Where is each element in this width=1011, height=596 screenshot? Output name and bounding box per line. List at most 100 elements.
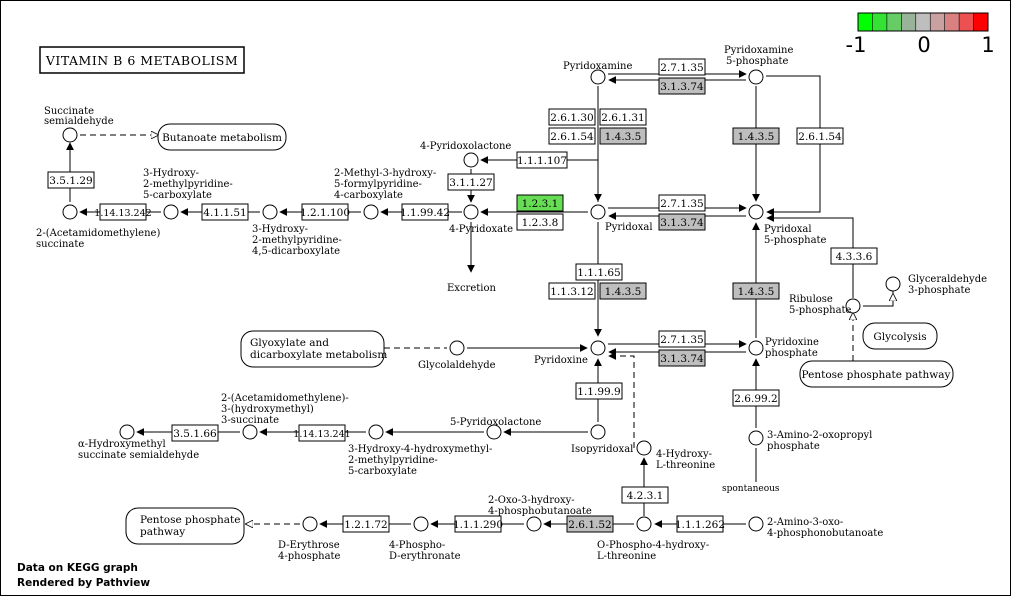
svg-text:Succinate: Succinate: [44, 106, 94, 117]
map-pentose-phosphate-right[interactable]: Pentose phosphate pathway: [799, 360, 954, 388]
svg-text:2-(Acetamidomethylene): 2-(Acetamidomethylene): [36, 228, 160, 239]
cpd-pyridoxine[interactable]: [590, 340, 606, 356]
svg-text:3-Hydroxy-4-hydroxymethyl-: 3-Hydroxy-4-hydroxymethyl-: [348, 444, 492, 455]
enzyme-1-2-3-1[interactable]: 1.2.3.1: [516, 194, 564, 212]
svg-text:D-erythronate: D-erythronate: [389, 551, 461, 562]
cpd-hydroxy-hydroxymethyl-methylpyridine[interactable]: [368, 424, 384, 440]
cpd-pyridoxamine[interactable]: [590, 69, 606, 85]
enzyme-1-4-3-5-c[interactable]: 1.4.3.5: [599, 282, 647, 300]
enzyme-1-1-1-262[interactable]: 1.1.1.262: [675, 515, 725, 533]
cpd-methyl-hydroxy-formylpyridine[interactable]: [363, 204, 379, 220]
enzyme-1-2-3-8[interactable]: 1.2.3.8: [516, 213, 564, 231]
svg-text:2-methylpyridine-: 2-methylpyridine-: [348, 455, 438, 466]
footer-data-source: Data on KEGG graph: [17, 562, 138, 574]
svg-text:2-methylpyridine-: 2-methylpyridine-: [252, 235, 342, 246]
svg-text:VITAMIN B 6 METABOLISM: VITAMIN B 6 METABOLISM: [45, 53, 238, 68]
cpd-hydroxymethyl-succinate-semialdehyde[interactable]: [119, 424, 135, 440]
enzyme-2-6-1-31[interactable]: 2.6.1.31: [599, 108, 647, 126]
map-glyoxylate[interactable]: Glyoxylate and dicarboxylate metabolism: [240, 330, 387, 368]
svg-text:2.7.1.35: 2.7.1.35: [660, 198, 703, 210]
cpd-hydroxy-methylpyridine-carboxylate[interactable]: [163, 204, 179, 220]
cpd-o-phospho-4-hydroxy-l-threonine[interactable]: [636, 516, 652, 532]
svg-text:4-Phospho-: 4-Phospho-: [389, 540, 445, 551]
cpd-succinate-semialdehyde[interactable]: [62, 127, 78, 143]
cpd-ribulose-5-phosphate[interactable]: [845, 298, 861, 314]
cpd-4-hydroxy-l-threonine[interactable]: [636, 440, 652, 456]
svg-text:3-Hydroxy-: 3-Hydroxy-: [252, 224, 308, 235]
enzyme-2-6-1-52[interactable]: 2.6.1.52: [566, 515, 614, 533]
svg-text:4-phosphonobutanoate: 4-phosphonobutanoate: [767, 528, 883, 539]
svg-text:4-Hydroxy-: 4-Hydroxy-: [656, 449, 712, 460]
legend-swatch: [959, 13, 975, 31]
cpd-3-amino-2-oxopropyl-phosphate[interactable]: [748, 430, 764, 446]
enzyme-4-3-3-6[interactable]: 4.3.3.6: [830, 247, 878, 265]
svg-text:2.6.1.52: 2.6.1.52: [568, 519, 611, 531]
enzyme-2-7-1-35-c[interactable]: 2.7.1.35: [658, 330, 706, 348]
cpd-pyridoxal-5-phosphate[interactable]: [748, 204, 764, 220]
legend-swatch: [858, 13, 873, 31]
enzyme-2-7-1-35-b[interactable]: 2.7.1.35: [658, 194, 706, 212]
cpd-d-erythrose-4-phosphate[interactable]: [302, 516, 318, 532]
enzyme-1-1-99-9[interactable]: 1.1.99.9: [575, 382, 623, 400]
svg-text:1.1.99.9: 1.1.99.9: [577, 386, 620, 398]
enzyme-1-14-13-241[interactable]: 1.14.13.241: [293, 424, 351, 442]
svg-text:Pyridoxamine: Pyridoxamine: [563, 61, 633, 72]
cpd-glyceraldehyde-3-phosphate[interactable]: [885, 276, 901, 292]
cpd-pyridoxal[interactable]: [590, 204, 606, 220]
cpd-pyridoxamine-5-phosphate[interactable]: [748, 69, 764, 85]
cpd-pyridoxine-phosphate[interactable]: [748, 340, 764, 356]
svg-text:Glycolaldehyde: Glycolaldehyde: [418, 360, 496, 371]
map-glycolysis[interactable]: Glycolysis: [862, 322, 938, 350]
enzyme-1-4-3-5-d[interactable]: 1.4.3.5: [732, 282, 780, 300]
svg-text:2-Methyl-3-hydroxy-: 2-Methyl-3-hydroxy-: [334, 168, 436, 179]
svg-text:1.2.3.8: 1.2.3.8: [522, 217, 559, 229]
enzyme-1-1-1-65[interactable]: 1.1.1.65: [575, 263, 623, 281]
cpd-2-amino-3-oxo-4-phosphonobutanoate[interactable]: [748, 516, 764, 532]
map-butanoate[interactable]: Butanoate metabolism: [157, 123, 287, 151]
svg-text:3.1.3.74: 3.1.3.74: [660, 81, 704, 93]
map-pentose-phosphate-left[interactable]: Pentose phosphate pathway: [125, 507, 245, 545]
enzyme-3-5-1-66[interactable]: 3.5.1.66: [171, 424, 219, 442]
cpd-glycolaldehyde[interactable]: [449, 340, 465, 356]
enzyme-2-7-1-35-a[interactable]: 2.7.1.35: [658, 58, 706, 76]
enzyme-1-1-99-42[interactable]: 1.1.99.42: [400, 203, 450, 221]
enzyme-4-2-3-1[interactable]: 4.2.3.1: [621, 486, 669, 504]
cpd-2-oxo-3-hydroxy-4-phosphobutanoate[interactable]: [526, 516, 542, 532]
legend-min-label: -1: [846, 33, 867, 57]
cpd-acetamidomethylene-succinate[interactable]: [62, 204, 78, 220]
svg-text:pathway: pathway: [140, 526, 185, 538]
enzyme-1-1-1-290[interactable]: 1.1.1.290: [453, 515, 503, 533]
cpd-acetamidomethylene-hydroxymethyl-succinate[interactable]: [242, 424, 258, 440]
svg-text:Pyridoxamine: Pyridoxamine: [724, 45, 794, 56]
enzyme-1-2-1-72[interactable]: 1.2.1.72: [342, 515, 390, 533]
enzyme-1-14-13-242[interactable]: 1.14.13.242: [94, 203, 152, 221]
svg-text:4-Pyridoxate: 4-Pyridoxate: [449, 224, 513, 235]
cpd-hydroxy-methylpyridine-dicarboxylate[interactable]: [262, 204, 278, 220]
enzyme-2-6-1-54-a[interactable]: 2.6.1.54: [548, 127, 596, 145]
cpd-isopyridoxal[interactable]: [590, 424, 606, 440]
cpd-4-pyridoxate[interactable]: [463, 204, 479, 220]
enzyme-4-1-1-51[interactable]: 4.1.1.51: [201, 203, 249, 221]
svg-text:5-carboxylate: 5-carboxylate: [143, 190, 212, 201]
svg-text:1.2.1.72: 1.2.1.72: [344, 519, 387, 531]
svg-text:4.2.3.1: 4.2.3.1: [627, 490, 664, 502]
enzyme-1-1-3-12[interactable]: 1.1.3.12: [548, 282, 596, 300]
enzyme-1-2-1-100[interactable]: 1.2.1.100: [300, 203, 350, 221]
enzyme-3-1-3-74-a[interactable]: 3.1.3.74: [658, 77, 706, 95]
legend-mid-label: 0: [917, 33, 930, 57]
svg-text:1.1.1.107: 1.1.1.107: [517, 155, 567, 167]
enzyme-2-6-1-30[interactable]: 2.6.1.30: [548, 108, 596, 126]
cpd-4-phospho-d-erythronate[interactable]: [413, 516, 429, 532]
enzyme-2-6-1-54-b[interactable]: 2.6.1.54: [796, 127, 844, 145]
cpd-4-pyridoxolactone[interactable]: [463, 152, 479, 168]
enzyme-1-1-1-107[interactable]: 1.1.1.107: [516, 151, 568, 169]
enzyme-2-6-99-2[interactable]: 2.6.99.2: [732, 389, 780, 407]
enzyme-3-1-3-74-b[interactable]: 3.1.3.74: [658, 213, 706, 231]
enzyme-3-1-3-74-c[interactable]: 3.1.3.74: [658, 349, 706, 367]
enzyme-3-1-1-27[interactable]: 3.1.1.27: [447, 173, 495, 191]
enzyme-3-5-1-29[interactable]: 3.5.1.29: [47, 171, 95, 189]
svg-text:Glycolysis: Glycolysis: [873, 331, 926, 343]
enzyme-1-4-3-5-a[interactable]: 1.4.3.5: [599, 127, 647, 145]
cpd-5-pyridoxolactone[interactable]: [486, 424, 502, 440]
enzyme-1-4-3-5-b[interactable]: 1.4.3.5: [732, 127, 780, 145]
